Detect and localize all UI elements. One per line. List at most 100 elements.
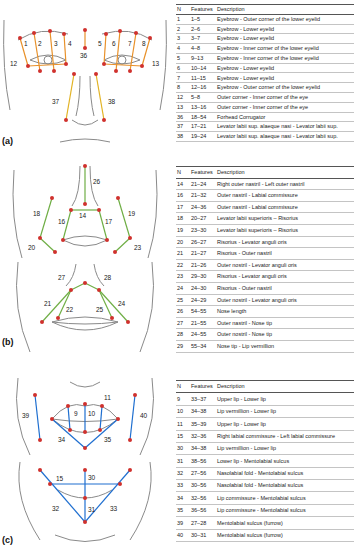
table-row: 2221–26Outer nostril - Levator anguli or… [176, 260, 354, 272]
face-sketch [17, 262, 154, 352]
table-cell-n: 20 [176, 239, 191, 246]
landmark-dot [48, 29, 52, 33]
table-cell-description: Nose tip - Lip vermillion [217, 343, 354, 350]
table-row: 4030–31Mentolabial sulcus (furrow) [176, 530, 354, 542]
table-cell-features: 1–5 [191, 16, 217, 23]
table-cell-n: 22 [176, 262, 191, 269]
table-cell-features: 55–34 [191, 343, 217, 350]
table-row: 125–8Outer corner - Inner corner of the … [176, 93, 354, 103]
sketch-line [142, 38, 150, 66]
callout-number: 11 [104, 394, 111, 401]
landmark-dot [40, 320, 44, 324]
landmark-dot [44, 56, 52, 64]
table-cell-features: 54–55 [191, 308, 217, 315]
sketch-line [52, 322, 118, 324]
callout-number: 22 [66, 306, 73, 313]
table-row: 2026–27Risorius - Levator anguli oris [176, 237, 354, 249]
landmark-dot [114, 69, 118, 73]
callout-number: 30 [88, 474, 95, 481]
landmark-dots [18, 28, 152, 122]
table-cell-description: Nasolabial fold - Mentolabial sulcus [217, 482, 354, 489]
sketch-line [115, 238, 130, 252]
table-cell-description: Outer nostril - Levator anguli oris [217, 297, 354, 304]
sketch-line [102, 31, 152, 40]
table-row: 2955–34Nose tip - Lip vermillion [176, 341, 354, 353]
sketch-line [64, 34, 66, 64]
callout-number: 27 [58, 274, 65, 281]
feature-table: NFeaturesDescription933–37Upper lip - Lo… [176, 380, 354, 542]
sketch-line [19, 462, 40, 540]
table-cell-features: 12–16 [191, 84, 217, 91]
table-cell-n: 15 [176, 433, 191, 440]
table-cell-features: 23–30 [191, 227, 217, 234]
table-row: 2721–55Outer nastril - Nose tip [176, 318, 354, 330]
face-sketch [4, 20, 167, 142]
table-cell-description: Lip vermillion - Lower lip [217, 445, 354, 452]
landmark-dot [110, 316, 114, 320]
table-cell-features: 27–56 [191, 470, 217, 477]
sketch-line [99, 210, 107, 240]
table-cell-n: 39 [176, 520, 191, 527]
table-cell-n: 37 [176, 123, 191, 130]
callout-number: 20 [28, 244, 35, 251]
sketch-line [13, 170, 22, 258]
landmark-dot [104, 32, 108, 36]
table-cell-description: Outer corner - Inner corner of the eye [217, 104, 354, 111]
table-cell-description: Forhead Corrugator [217, 114, 354, 121]
table-cell-n: 17 [176, 204, 191, 211]
sketch-line [85, 470, 130, 522]
table-cell-features: 19–24 [191, 133, 217, 140]
landmark-dot [64, 62, 68, 66]
landmark-dot [102, 62, 106, 66]
sketch-line [85, 419, 118, 448]
table-row: 3618–54Forhead Corrugator [176, 113, 354, 123]
landmark-dot [98, 428, 102, 432]
table-cell-description: Mentolabial sulcus (furrow) [217, 520, 354, 527]
landmark-dot [61, 238, 65, 242]
table-cell-features: Features [191, 6, 217, 13]
callout-number: 36 [80, 52, 87, 59]
table-cell-description: Eyebrow - Outer corner of the lower eyel… [217, 84, 354, 91]
callout-number: 33 [110, 505, 117, 512]
table-cell-description: Levator labii superioris – Risorius [217, 215, 354, 222]
table-cell-n: N [176, 169, 191, 176]
table-cell-features: 27–28 [191, 520, 217, 527]
table-cell-features: 2–6 [191, 26, 217, 33]
table-cell-features: 36–56 [191, 507, 217, 514]
sketch-line [66, 264, 76, 286]
measure-lines [35, 395, 135, 448]
sketch-line [40, 470, 85, 522]
face-sketch [17, 378, 154, 455]
landmark-dots [40, 281, 130, 324]
table-cell-description: Upper lip - Lower lip [217, 396, 354, 403]
sketch-line [104, 64, 142, 66]
callout-number: 25 [96, 306, 103, 313]
table-cell-description: Eyebrow - Inner corner of the lower eyel… [217, 45, 354, 52]
table-cell-description: Outer nostril - Levator anguli oris [217, 262, 354, 269]
table-cell-description: Right outer nastril - Left outer nastril [217, 181, 354, 188]
landmark-dot [83, 28, 87, 32]
sketch-line [85, 283, 99, 290]
table-cell-n: 24 [176, 285, 191, 292]
table-header: NFeaturesDescription [176, 381, 354, 393]
landmark-dot [116, 417, 120, 421]
table-cell-features: 21–26 [191, 262, 217, 269]
table-row: 2424–30Risorius - Outer nastril [176, 283, 354, 295]
sketch-line [96, 74, 104, 120]
table-cell-features: 33–37 [191, 396, 217, 403]
table-row: 3819–24Levator labii sup. alaeque nasi -… [176, 132, 354, 142]
table-cell-n: 30 [176, 445, 191, 452]
landmark-dot [38, 236, 42, 240]
landmark-dot [126, 320, 130, 324]
panel-letter: (b) [2, 337, 14, 347]
landmark-dot [50, 196, 54, 200]
face-sketch [13, 166, 157, 258]
table-cell-n: 34 [176, 495, 191, 502]
sketch-line [35, 395, 40, 440]
table-cell-features: 32–36 [191, 433, 217, 440]
callout-number: 23 [134, 244, 141, 251]
table-row: 933–37Upper lip - Lower lip [176, 393, 354, 405]
table-cell-description: Mentolabial sulcus (furrow) [217, 532, 354, 539]
table-cell-n: 38 [176, 133, 191, 140]
sketch-line [52, 322, 118, 330]
